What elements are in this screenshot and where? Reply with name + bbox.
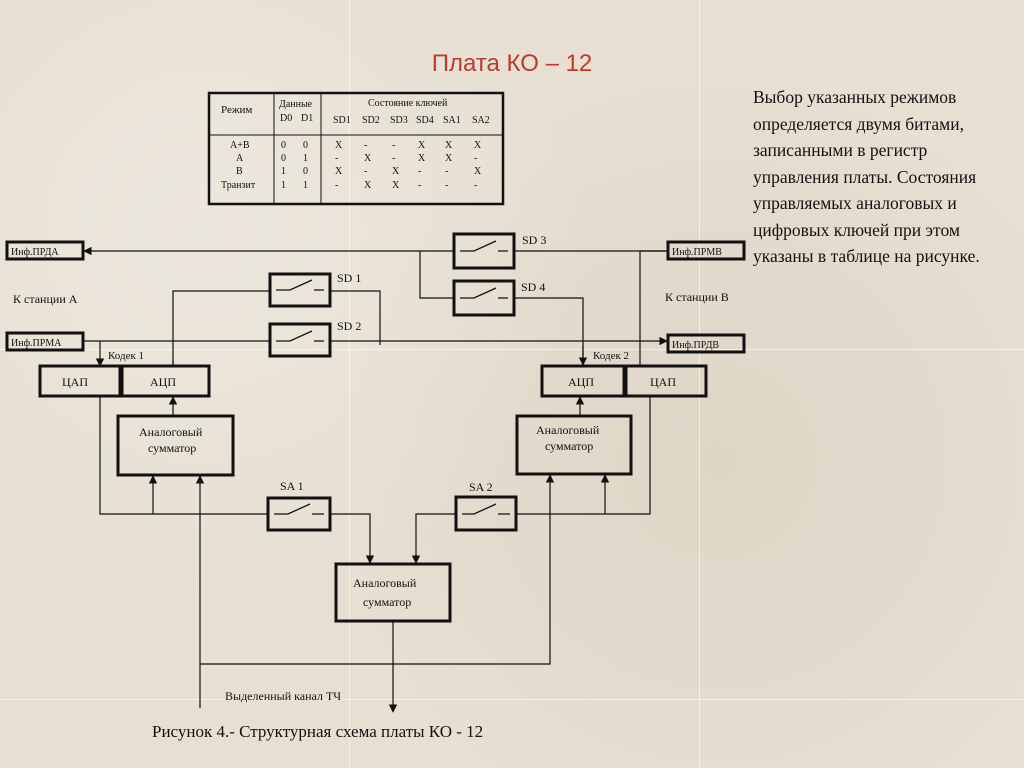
table-col-key: SD1 <box>333 115 351 126</box>
table-col-d0: D0 <box>280 113 292 124</box>
switch-sa1: SA 1 <box>266 479 332 532</box>
table-cell-key: X <box>418 140 426 151</box>
codec1-label: Кодек 1 <box>108 350 144 362</box>
table-cell-mode: А <box>236 153 244 164</box>
table-cell-key: - <box>474 153 477 164</box>
summator-main-line2: сумматор <box>363 595 411 609</box>
table-cell-key: - <box>335 153 338 164</box>
table-cell-mode: Транзит <box>221 180 256 191</box>
inf-prmv-label: Инф.ПРМВ <box>672 247 722 258</box>
svg-text:SA 2: SA 2 <box>469 480 493 494</box>
table-row: Транзит 1 1 - X X - - - <box>221 180 477 191</box>
wiring <box>83 246 668 713</box>
table-cell-key: X <box>335 140 343 151</box>
codec2-label: Кодек 2 <box>593 350 629 362</box>
mode-table: Режим Данные D0 D1 Состояние ключей SD1 S… <box>207 91 505 206</box>
table-cell-key: X <box>474 140 482 151</box>
inf-prda-box <box>5 240 85 261</box>
table-col-key: SD2 <box>362 115 380 126</box>
summator-a-line2: сумматор <box>148 441 196 455</box>
table-cell-mode: В <box>236 166 243 177</box>
table-cell-key: - <box>364 166 367 177</box>
inf-prma-label: Инф.ПРМА <box>11 338 62 349</box>
table-cell-d1: 1 <box>303 153 308 164</box>
table-cell-d1: 0 <box>303 166 308 177</box>
station-b-label: К станции В <box>665 290 729 304</box>
table-cell-key: X <box>364 180 372 191</box>
table-header-mode: Режим <box>221 104 252 116</box>
table-header-data: Данные <box>279 99 313 110</box>
table-cell-key: X <box>364 153 372 164</box>
inf-prma-box <box>5 331 85 352</box>
background-gridline <box>349 0 350 768</box>
table-cell-d0: 1 <box>281 166 286 177</box>
channel-label: Выделенный канал ТЧ <box>225 689 341 703</box>
table-cell-key: X <box>418 153 426 164</box>
inf-prda-label: Инф.ПРДА <box>11 247 59 258</box>
figure-caption: Рисунок 4.- Структурная схема платы КО -… <box>152 722 484 741</box>
station-a-label: К станции А <box>13 292 78 306</box>
svg-text:SD 4: SD 4 <box>521 280 545 294</box>
dac2-label: ЦАП <box>650 375 676 389</box>
summator-a-block <box>116 414 235 477</box>
table-cell-key: - <box>418 180 421 191</box>
dac2-block <box>624 364 708 398</box>
dac1-label: ЦАП <box>62 375 88 389</box>
table-cell-key: - <box>445 180 448 191</box>
description-text: Выбор указанных режимов определяется дву… <box>753 87 980 266</box>
table-col-key: SD4 <box>416 115 434 126</box>
table-cell-d1: 1 <box>303 180 308 191</box>
table-cell-d0: 1 <box>281 180 286 191</box>
table-col-key: SA2 <box>472 115 490 126</box>
table-cell-key: - <box>474 180 477 191</box>
table-cell-key: X <box>335 166 343 177</box>
background-gridline <box>0 699 1024 700</box>
page-title: Плата КО – 12 <box>431 50 593 77</box>
adc2-label: АЦП <box>568 375 594 389</box>
inf-prdv-box <box>666 333 746 354</box>
background-gridline <box>0 349 1024 350</box>
switch-sd1: SD 1 <box>268 271 361 308</box>
table-cell-key: - <box>392 153 395 164</box>
switch-sd2: SD 2 <box>268 319 361 358</box>
table-cell-d1: 0 <box>303 140 308 151</box>
table-col-key: SD3 <box>390 115 408 126</box>
table-header-state: Состояние ключей <box>368 98 448 109</box>
table-cell-key: - <box>335 180 338 191</box>
summator-b-line2: сумматор <box>545 439 593 453</box>
table-row: В 1 0 X - X - - X <box>236 166 482 177</box>
svg-text:SD 3: SD 3 <box>522 233 546 247</box>
table-row: А+В 0 0 X - - X X X <box>230 140 482 151</box>
table-cell-mode: А+В <box>230 140 250 151</box>
table-cell-d0: 0 <box>281 153 286 164</box>
background-gridline <box>699 0 700 768</box>
switch-sa2: SA 2 <box>454 480 518 532</box>
adc1-block <box>120 364 211 398</box>
dac1-block <box>38 364 122 398</box>
summator-b-block <box>515 414 633 476</box>
svg-text:SD 1: SD 1 <box>337 271 361 285</box>
table-cell-key: - <box>392 140 395 151</box>
summator-main-line1: Аналоговый <box>353 576 417 590</box>
summator-main-block <box>334 562 452 623</box>
table-cell-key: - <box>418 166 421 177</box>
table-cell-key: X <box>392 180 400 191</box>
summator-b-line1: Аналоговый <box>536 423 600 437</box>
table-cell-d0: 0 <box>281 140 286 151</box>
table-col-key: SA1 <box>443 115 461 126</box>
adc1-label: АЦП <box>150 375 176 389</box>
inf-prdv-label: Инф.ПРДВ <box>672 340 719 351</box>
table-col-d1: D1 <box>301 113 313 124</box>
svg-text:SD 2: SD 2 <box>337 319 361 333</box>
svg-text:SA 1: SA 1 <box>280 479 304 493</box>
table-cell-key: X <box>474 166 482 177</box>
table-cell-key: X <box>445 140 453 151</box>
table-cell-key: - <box>445 166 448 177</box>
table-cell-key: - <box>364 140 367 151</box>
table-cell-key: X <box>445 153 453 164</box>
table-row: А 0 1 - X - X X - <box>236 153 477 164</box>
table-cell-key: X <box>392 166 400 177</box>
summator-a-line1: Аналоговый <box>139 425 203 439</box>
